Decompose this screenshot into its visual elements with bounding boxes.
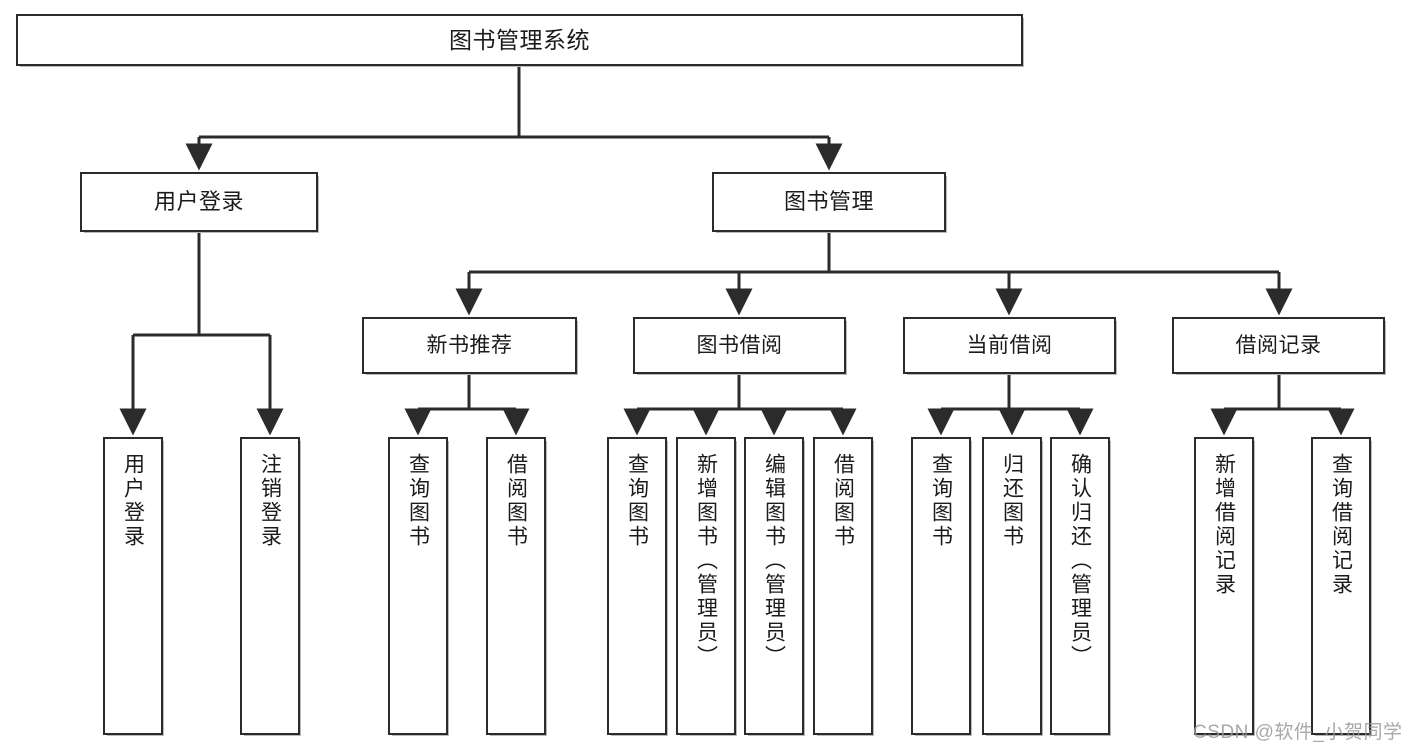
node-book-management[interactable]: 图书管理 — [712, 172, 947, 233]
leaf-add-book-admin-label: 新增图书（管理员） — [694, 453, 718, 669]
watermark: CSDN @软件_小贺同学 — [1193, 722, 1403, 743]
node-new-book-recommend-label: 新书推荐 — [426, 333, 513, 357]
leaf-return-book[interactable]: 归还图书 — [982, 437, 1043, 736]
node-user-login[interactable]: 用户登录 — [80, 172, 319, 233]
leaf-new-book-query[interactable]: 查询图书 — [388, 437, 449, 736]
leaf-query-borrow-record[interactable]: 查询借阅记录 — [1311, 437, 1372, 736]
node-book-management-label: 图书管理 — [783, 188, 874, 214]
leaf-user-logout-label: 注销登录 — [258, 453, 282, 549]
leaf-query-borrow-record-label: 查询借阅记录 — [1329, 453, 1353, 597]
leaf-borrow-query-book[interactable]: 查询图书 — [607, 437, 668, 736]
node-user-login-label: 用户登录 — [153, 188, 244, 214]
node-root-label: 图书管理系统 — [449, 26, 590, 53]
leaf-confirm-return-admin[interactable]: 确认归还（管理员） — [1050, 437, 1111, 736]
leaf-lend-book[interactable]: 借阅图书 — [813, 437, 874, 736]
leaf-add-borrow-record[interactable]: 新增借阅记录 — [1194, 437, 1255, 736]
leaf-current-query-book[interactable]: 查询图书 — [911, 437, 972, 736]
leaf-add-borrow-record-label: 新增借阅记录 — [1212, 453, 1236, 597]
node-borrow-record-label: 借阅记录 — [1235, 333, 1322, 357]
leaf-edit-book-admin-label: 编辑图书（管理员） — [762, 453, 786, 669]
leaf-user-login-label: 用户登录 — [121, 453, 145, 549]
node-root[interactable]: 图书管理系统 — [16, 14, 1024, 67]
node-borrow-record[interactable]: 借阅记录 — [1172, 317, 1386, 375]
leaf-return-book-label: 归还图书 — [1000, 453, 1024, 549]
leaf-new-book-borrow[interactable]: 借阅图书 — [486, 437, 547, 736]
leaf-confirm-return-admin-label: 确认归还（管理员） — [1068, 453, 1092, 669]
leaf-borrow-query-book-label: 查询图书 — [625, 453, 649, 549]
leaf-user-login[interactable]: 用户登录 — [103, 437, 164, 736]
leaf-add-book-admin[interactable]: 新增图书（管理员） — [676, 437, 737, 736]
leaf-edit-book-admin[interactable]: 编辑图书（管理员） — [744, 437, 805, 736]
node-new-book-recommend[interactable]: 新书推荐 — [362, 317, 578, 375]
leaf-lend-book-label: 借阅图书 — [831, 453, 855, 549]
leaf-user-logout[interactable]: 注销登录 — [240, 437, 301, 736]
node-current-borrow[interactable]: 当前借阅 — [903, 317, 1117, 375]
leaf-current-query-book-label: 查询图书 — [929, 453, 953, 549]
node-book-borrow-label: 图书借阅 — [696, 333, 783, 357]
node-current-borrow-label: 当前借阅 — [966, 333, 1053, 357]
node-book-borrow[interactable]: 图书借阅 — [633, 317, 847, 375]
leaf-new-book-query-label: 查询图书 — [406, 453, 430, 549]
leaf-new-book-borrow-label: 借阅图书 — [504, 453, 528, 549]
